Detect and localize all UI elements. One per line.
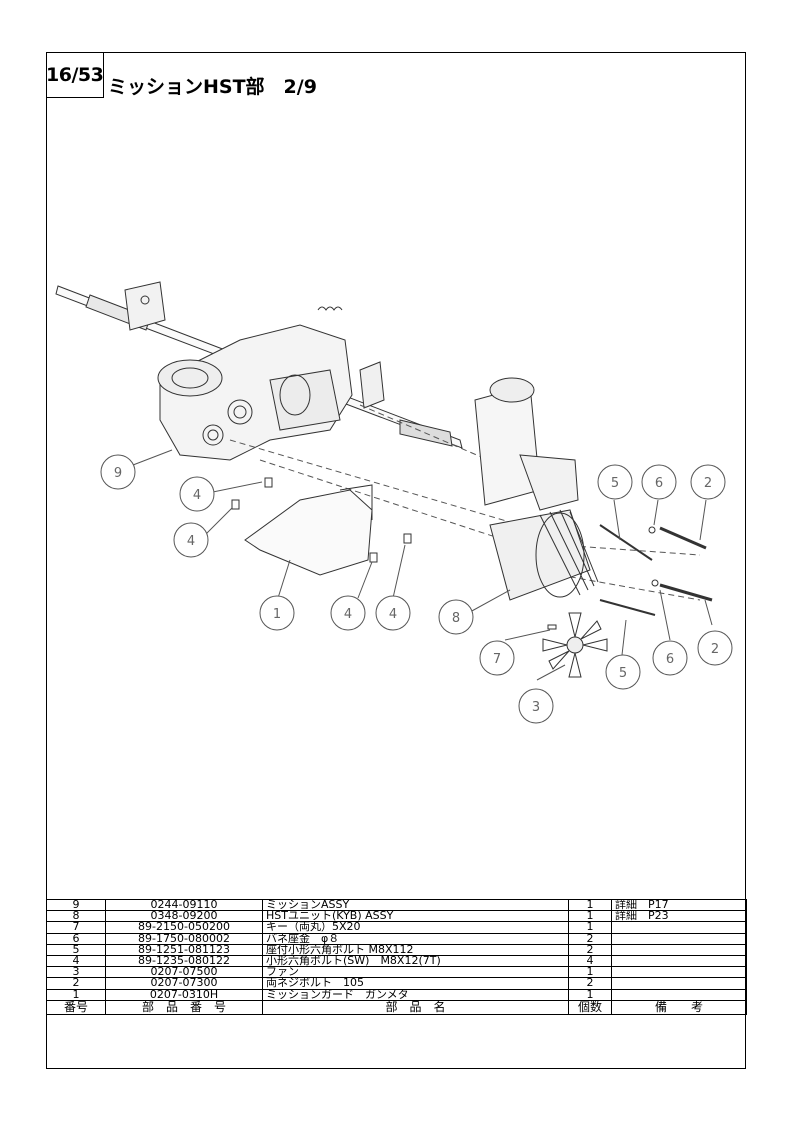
callout-5: 5 <box>605 654 641 690</box>
header-qty: 個数 <box>568 999 612 1015</box>
callout-6: 6 <box>652 640 688 676</box>
svg-text:2: 2 <box>711 642 719 657</box>
svg-text:7: 7 <box>493 652 501 667</box>
callout-9: 9 <box>100 454 136 490</box>
cell-name: キー（両丸）5X20 <box>262 921 569 934</box>
header-remarks: 備 考 <box>611 999 747 1015</box>
callout-6: 6 <box>641 464 677 500</box>
callout-2: 2 <box>697 630 733 666</box>
cell-remarks: 詳細 P17 <box>611 898 747 912</box>
cell-qty: 1 <box>568 988 612 1001</box>
callout-2: 2 <box>690 464 726 500</box>
cell-part-no: 89-2150-050200 <box>105 921 263 934</box>
table-header-row: 番号部 品 番 号部 品 名個数備 考 <box>46 999 747 1015</box>
cell-qty: 2 <box>568 977 612 990</box>
cell-part-no: 0348-09200 <box>105 910 263 923</box>
cell-part-no: 89-1750-080002 <box>105 932 263 945</box>
header-name: 部 品 名 <box>262 999 569 1015</box>
callout-8: 8 <box>438 599 474 635</box>
callout-3: 3 <box>518 688 554 724</box>
cell-no: 2 <box>46 977 106 990</box>
svg-text:4: 4 <box>193 488 201 503</box>
svg-text:8: 8 <box>452 611 460 626</box>
callout-4: 4 <box>173 522 209 558</box>
svg-text:6: 6 <box>666 652 674 667</box>
callout-4: 4 <box>179 476 215 512</box>
header-part-no: 部 品 番 号 <box>105 999 263 1015</box>
page-number: 16/53 <box>46 52 104 98</box>
cell-qty: 2 <box>568 932 612 945</box>
cell-qty: 2 <box>568 943 612 956</box>
cell-no: 7 <box>46 921 106 934</box>
callout-7: 7 <box>479 640 515 676</box>
cell-part-no: 89-1235-080122 <box>105 954 263 968</box>
cell-no: 8 <box>46 910 106 923</box>
cell-remarks <box>611 932 747 945</box>
svg-text:2: 2 <box>704 476 712 491</box>
cell-qty: 1 <box>568 898 612 912</box>
cell-qty: 1 <box>568 910 612 923</box>
cell-part-no: 0207-07300 <box>105 977 263 990</box>
cell-part-no: 0244-09110 <box>105 898 263 912</box>
cell-remarks <box>611 977 747 990</box>
cell-no: 4 <box>46 954 106 968</box>
svg-text:4: 4 <box>389 607 397 622</box>
cell-no: 3 <box>46 966 106 979</box>
callout-4: 4 <box>330 595 366 631</box>
svg-text:6: 6 <box>655 476 663 491</box>
cell-name: ファン <box>262 966 569 979</box>
svg-text:5: 5 <box>619 666 627 681</box>
callout-4: 4 <box>375 595 411 631</box>
cell-part-no: 0207-07500 <box>105 966 263 979</box>
cell-remarks: 詳細 P23 <box>611 910 747 923</box>
cell-remarks <box>611 966 747 979</box>
cell-remarks <box>611 988 747 1001</box>
page-title: ミッションHST部 2/9 <box>108 76 317 98</box>
cell-name: 座付小形六角ボルト M8X112 <box>262 943 569 956</box>
cell-no: 6 <box>46 932 106 945</box>
cell-name: HSTユニット(KYB) ASSY <box>262 910 569 923</box>
svg-text:3: 3 <box>532 700 540 715</box>
callout-5: 5 <box>597 464 633 500</box>
cell-qty: 1 <box>568 921 612 934</box>
page-frame <box>46 52 746 1069</box>
cell-remarks <box>611 954 747 968</box>
svg-text:5: 5 <box>611 476 619 491</box>
exploded-parts-diagram: 9 4 4 1 4 4 8 5 6 2 5 6 2 7 3 <box>55 281 733 724</box>
cell-remarks <box>611 921 747 934</box>
callout-1: 1 <box>259 595 295 631</box>
cell-no: 5 <box>46 943 106 956</box>
cell-name: 両ネジボルト 105 <box>262 977 569 990</box>
header-no: 番号 <box>46 999 106 1015</box>
cell-part-no: 0207-0310H <box>105 988 263 1001</box>
svg-text:4: 4 <box>187 534 195 549</box>
svg-text:9: 9 <box>114 466 122 481</box>
cell-qty: 4 <box>568 954 612 968</box>
svg-text:4: 4 <box>344 607 352 622</box>
svg-text:1: 1 <box>273 607 281 622</box>
cell-name: ミッションガード ガンメタ <box>262 988 569 1001</box>
cell-no: 9 <box>46 898 106 912</box>
cell-name: ミッションASSY <box>262 898 569 912</box>
cell-name: バネ座金 φ８ <box>262 932 569 945</box>
cell-qty: 1 <box>568 966 612 979</box>
cell-part-no: 89-1251-081123 <box>105 943 263 956</box>
cell-name: 小形六角ボルト(SW) M8X12(7T) <box>262 954 569 968</box>
cell-no: 1 <box>46 988 106 1001</box>
cell-remarks <box>611 943 747 956</box>
